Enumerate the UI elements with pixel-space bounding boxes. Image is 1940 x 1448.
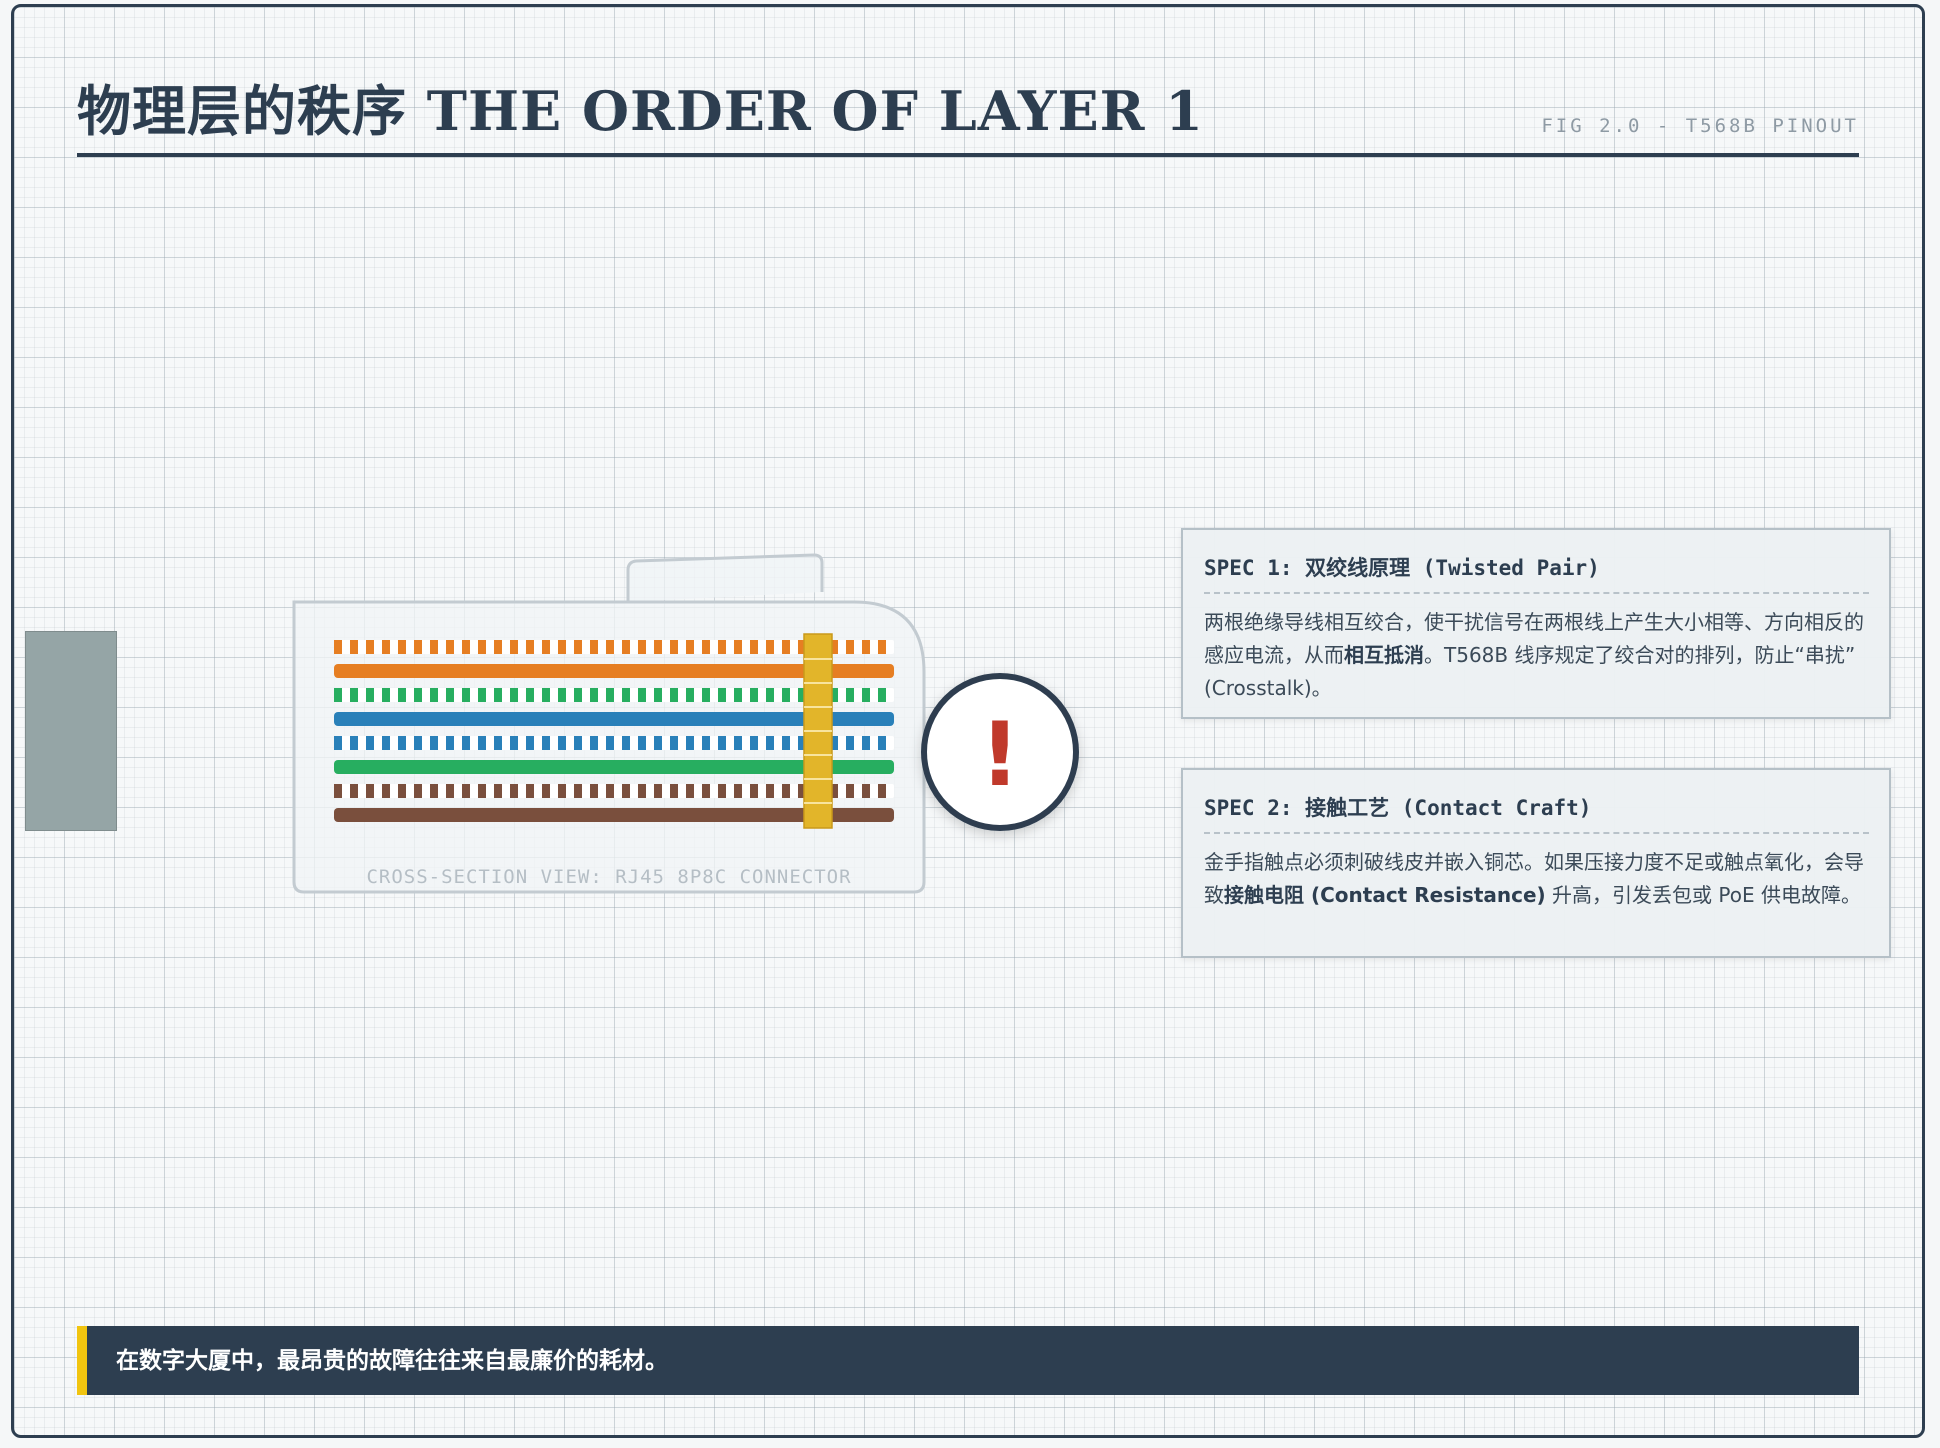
figure-label: FIG 2.0 - T568B PINOUT: [1541, 115, 1859, 137]
wire-pin-1: [334, 640, 894, 654]
wire-pin-3: [334, 688, 894, 702]
page-title: 物理层的秩序 THE ORDER OF LAYER 1: [77, 79, 1204, 143]
wire-group: [334, 640, 894, 822]
rj45-connector-diagram: CROSS-SECTION VIEW: RJ45 8P8C CONNECTOR …: [292, 553, 1079, 894]
spec-text: 。T568B 线序规定了绞合对的排列，防止“串扰” (Crosstalk)。: [1204, 643, 1856, 700]
title-divider: [77, 153, 1859, 157]
spec-text: 两根绝缘导线相互绞合，使干扰信号在两根线上产生大小相等、方向相反的感应电流，从而: [1204, 610, 1864, 667]
spec-card-twisted-pair: SPEC 1: 双绞线原理 (Twisted Pair) 两根绝缘导线相互绞合，…: [1181, 528, 1891, 719]
spec-text: 升高，引发丢包或 PoE 供电故障。: [1545, 883, 1861, 907]
wire-pin-5: [334, 736, 894, 750]
wire-pin-6: [334, 760, 894, 774]
spec-emphasis: 接触电阻 (Contact Resistance): [1224, 883, 1546, 907]
connector-caption: CROSS-SECTION VIEW: RJ45 8P8C CONNECTOR: [366, 866, 851, 888]
spec-card-contact-craft: SPEC 2: 接触工艺 (Contact Craft) 金手指触点必须刺破线皮…: [1181, 768, 1891, 958]
footer-quote-bar: 在数字大厦中，最昂贵的故障往往来自最廉价的耗材。: [77, 1326, 1859, 1395]
wire-pin-2: [334, 664, 894, 678]
spec-text: 金手指触点必须刺破线皮并嵌入铜芯。如果压接力度不足或触点氧化，会导致: [1204, 850, 1864, 907]
spec-body: 两根绝缘导线相互绞合，使干扰信号在两根线上产生大小相等、方向相反的感应电流，从而…: [1204, 606, 1869, 705]
spec-title: SPEC 2: 接触工艺 (Contact Craft): [1204, 792, 1869, 834]
diagram-frame: 物理层的秩序 THE ORDER OF LAYER 1 FIG 2.0 - T5…: [11, 4, 1925, 1438]
alert-badge: [921, 673, 1079, 831]
footer-quote: 在数字大厦中，最昂贵的故障往往来自最廉价的耗材。: [116, 1347, 668, 1374]
side-block: [25, 631, 117, 831]
spec-emphasis: 相互抵消: [1344, 643, 1424, 667]
wire-pin-8: [334, 808, 894, 822]
alert-icon: !: [980, 703, 1020, 806]
spec-title: SPEC 1: 双绞线原理 (Twisted Pair): [1204, 552, 1869, 594]
wire-pin-4: [334, 712, 894, 726]
spec-body: 金手指触点必须刺破线皮并嵌入铜芯。如果压接力度不足或触点氧化，会导致接触电阻 (…: [1204, 846, 1869, 912]
connector-latch: [626, 553, 824, 602]
wire-pin-7: [334, 784, 894, 798]
gold-contact-strip: [803, 633, 833, 829]
